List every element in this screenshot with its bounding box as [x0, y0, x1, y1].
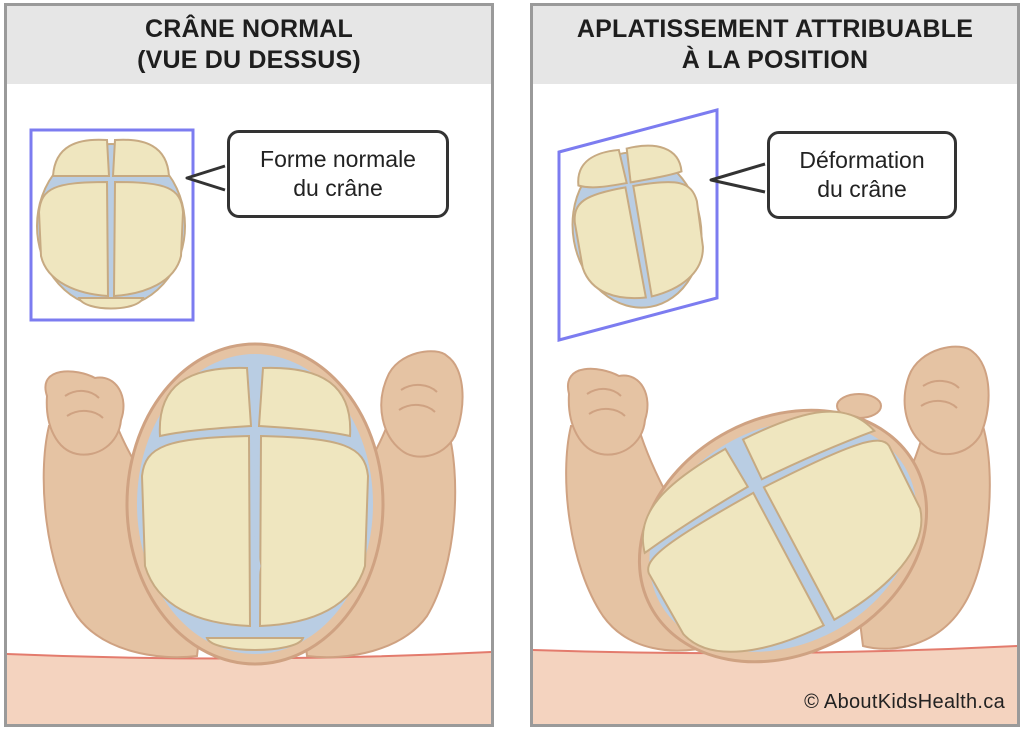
- small-flattened-skull: [571, 144, 704, 309]
- panel-title: CRÂNE NORMAL (VUE DU DESSUS): [7, 6, 491, 84]
- callout-pointer: [185, 164, 226, 192]
- large-skull-bones: [137, 354, 373, 654]
- baby-right-fist: [903, 345, 990, 456]
- skull-outline-frame: [557, 108, 719, 342]
- callout-pointer: [709, 162, 766, 194]
- deformation-callout: Déformation du crâne: [767, 131, 957, 219]
- surface: [7, 652, 491, 724]
- panel-title: APLATISSEMENT ATTRIBUABLE À LA POSITION: [533, 6, 1017, 84]
- baby-left-fist: [566, 367, 649, 456]
- callout-line-2: du crâne: [817, 176, 907, 202]
- positional-flattening-panel: APLATISSEMENT ATTRIBUABLE À LA POSITION: [530, 3, 1020, 727]
- title-line-2: À LA POSITION: [681, 46, 869, 74]
- copyright-credit: © AboutKidsHealth.ca: [804, 691, 1005, 713]
- title-line-1: CRÂNE NORMAL: [145, 15, 353, 43]
- normal-skull-illustration: [7, 128, 491, 724]
- large-flattened-skull: [637, 408, 929, 664]
- normal-skull-panel: CRÂNE NORMAL (VUE DU DESSUS): [4, 3, 494, 727]
- surface: [533, 646, 1017, 724]
- callout-line-2: du crâne: [293, 175, 383, 201]
- baby-right-fist: [380, 350, 464, 458]
- skull-outline-frame: [29, 128, 195, 322]
- title-line-2: (VUE DU DESSUS): [137, 46, 361, 74]
- callout-line-1: Forme normale: [260, 146, 416, 172]
- small-skull: [36, 138, 186, 310]
- flattened-skull-illustration: [533, 108, 1017, 724]
- baby-left-fist: [44, 370, 125, 456]
- title-line-1: APLATISSEMENT ATTRIBUABLE: [576, 15, 974, 43]
- callout-line-1: Déformation: [799, 147, 925, 173]
- normal-shape-callout: Forme normale du crâne: [227, 130, 449, 218]
